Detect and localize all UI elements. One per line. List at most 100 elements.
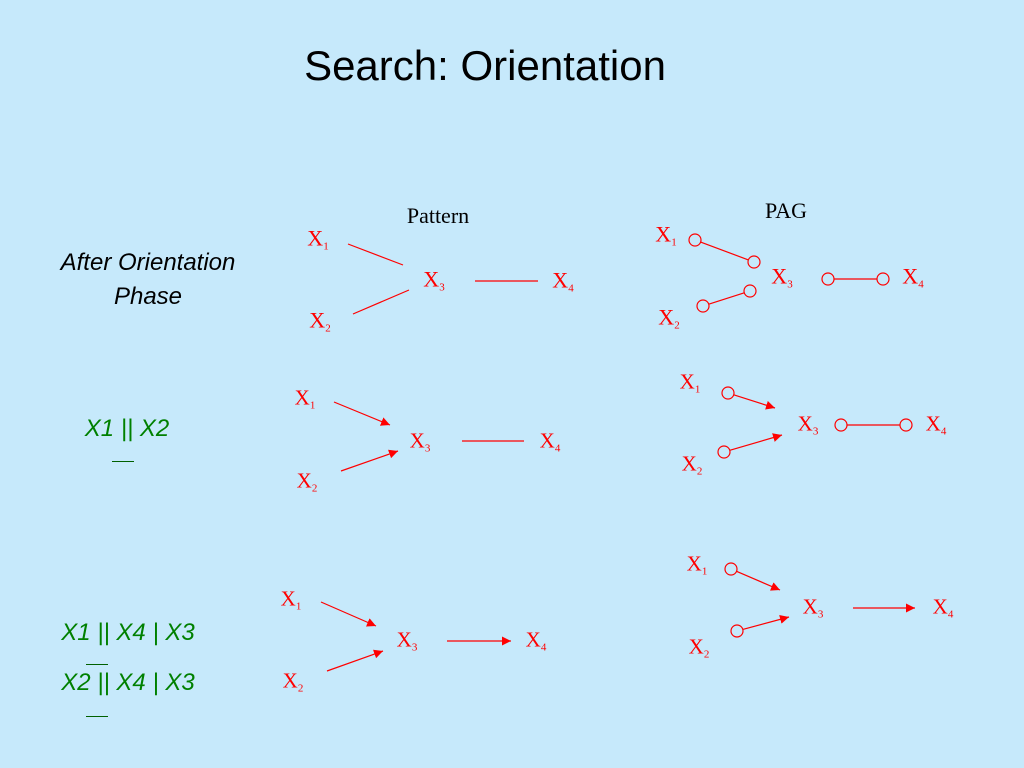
row-label-line: X1 || X4 | X3 xyxy=(61,619,195,646)
circle-endpoint xyxy=(688,233,702,247)
node-subscript: 2 xyxy=(697,465,703,477)
node-letter: X xyxy=(687,551,702,575)
node-subscript: 1 xyxy=(296,600,302,612)
node-subscript: 4 xyxy=(941,425,947,437)
edge-x1-x3 xyxy=(733,394,776,410)
node-x4: X4 xyxy=(902,264,924,291)
node-letter: X xyxy=(552,268,568,293)
circle-endpoint xyxy=(721,386,735,400)
edge-x2-x3 xyxy=(352,289,410,315)
edge-x1-x3 xyxy=(333,401,391,426)
edge-x2-x3 xyxy=(729,433,783,451)
node-x1: X1 xyxy=(680,369,701,395)
node-letter: X xyxy=(933,594,948,618)
node-letter: X xyxy=(798,411,813,435)
node-letter: X xyxy=(689,634,704,658)
edge-x1-x3 xyxy=(700,241,749,261)
node-x1: X1 xyxy=(281,586,302,612)
node-x3: X3 xyxy=(397,627,418,653)
circle-endpoint xyxy=(743,284,757,298)
node-subscript: 4 xyxy=(541,641,547,653)
node-x4: X4 xyxy=(926,411,947,437)
node-subscript: 3 xyxy=(818,608,824,620)
edge-x1-x3 xyxy=(347,243,404,266)
node-subscript: 1 xyxy=(671,237,677,249)
node-subscript: 3 xyxy=(412,641,418,653)
row-label-line: X2 || X4 | X3 xyxy=(61,669,195,696)
node-subscript: 1 xyxy=(310,399,316,411)
node-x1: X1 xyxy=(307,226,328,253)
node-x3: X3 xyxy=(771,264,793,291)
node-letter: X xyxy=(771,264,787,289)
node-x4: X4 xyxy=(552,268,574,295)
row-label-conditional-indep: X1 || X4 | X3 X2 || X4 | X3 xyxy=(38,616,218,700)
slide-title: Search: Orientation xyxy=(304,42,666,89)
pattern-column-heading: Pattern xyxy=(407,203,469,228)
edge-x2-x3 xyxy=(326,649,384,672)
circle-endpoint xyxy=(724,562,738,576)
edge-x1-x3 xyxy=(320,601,377,627)
node-x3: X3 xyxy=(798,411,819,437)
edge-x1-x3 xyxy=(736,570,781,591)
node-letter: X xyxy=(410,428,425,452)
row-label-line: After Orientation xyxy=(60,249,236,276)
node-subscript: 2 xyxy=(674,320,680,332)
node-x2: X2 xyxy=(689,634,710,660)
node-letter: X xyxy=(526,627,541,651)
node-subscript: 3 xyxy=(439,282,445,294)
node-letter: X xyxy=(680,369,695,393)
node-letter: X xyxy=(803,594,818,618)
circle-endpoint xyxy=(717,445,731,459)
circle-endpoint xyxy=(696,299,710,313)
node-letter: X xyxy=(682,451,697,475)
node-subscript: 2 xyxy=(325,323,331,335)
independence-underline xyxy=(86,716,108,717)
node-letter: X xyxy=(309,308,325,333)
node-letter: X xyxy=(397,627,412,651)
node-x4: X4 xyxy=(540,428,561,454)
row-label-line: X1 || X2 xyxy=(84,415,170,442)
node-x3: X3 xyxy=(423,267,445,294)
circle-endpoint xyxy=(834,418,848,432)
node-subscript: 2 xyxy=(704,648,710,660)
node-letter: X xyxy=(295,385,310,409)
node-letter: X xyxy=(655,222,671,247)
node-subscript: 4 xyxy=(555,442,561,454)
node-x2: X2 xyxy=(309,308,330,335)
independence-underline xyxy=(112,461,134,462)
node-x2: X2 xyxy=(658,305,679,332)
node-subscript: 1 xyxy=(695,383,701,395)
edge-x2-x3 xyxy=(742,614,790,631)
node-letter: X xyxy=(658,305,674,330)
circle-endpoint xyxy=(876,272,890,286)
edge-x2-x3 xyxy=(340,449,399,472)
node-x3: X3 xyxy=(803,594,824,620)
circle-endpoint xyxy=(747,255,761,269)
node-subscript: 2 xyxy=(312,482,318,494)
node-x4: X4 xyxy=(933,594,954,620)
circle-endpoint xyxy=(899,418,913,432)
circle-endpoint xyxy=(821,272,835,286)
node-x1: X1 xyxy=(655,222,676,249)
independence-underline xyxy=(86,664,108,665)
row-label-after-orientation: After Orientation Phase xyxy=(28,246,268,314)
node-letter: X xyxy=(902,264,918,289)
node-subscript: 1 xyxy=(702,565,708,577)
node-x1: X1 xyxy=(687,551,708,577)
circle-endpoint xyxy=(730,624,744,638)
node-x2: X2 xyxy=(682,451,703,477)
node-subscript: 3 xyxy=(813,425,819,437)
node-letter: X xyxy=(307,226,323,251)
node-x4: X4 xyxy=(526,627,547,653)
node-letter: X xyxy=(297,468,312,492)
node-x2: X2 xyxy=(297,468,318,494)
pag-column-heading: PAG xyxy=(765,198,807,223)
node-x1: X1 xyxy=(295,385,316,411)
